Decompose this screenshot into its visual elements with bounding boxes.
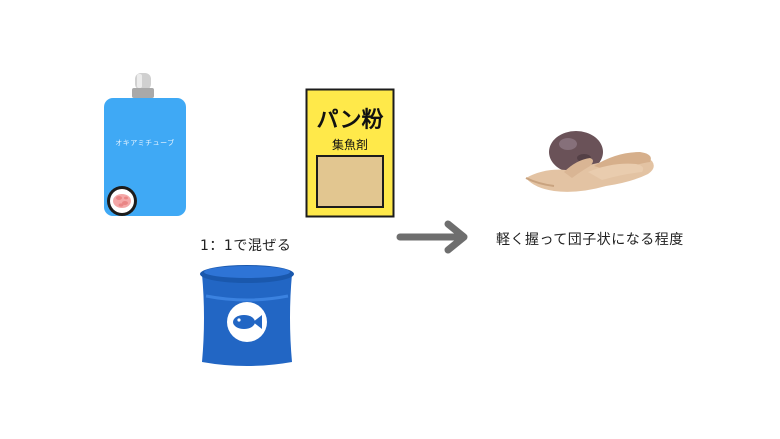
panko-bag: パン粉 集魚剤 <box>305 88 395 218</box>
mix-ratio-caption: 1：1で混ぜる <box>200 238 292 254</box>
krill-tube-label: オキアミチューブ <box>115 139 175 147</box>
hand-holding-ball-icon <box>524 128 660 198</box>
bait-bucket <box>196 262 298 372</box>
panko-bag-title: パン粉 <box>316 108 384 133</box>
krill-tube: オキアミチューブ <box>100 70 190 220</box>
fish-icon <box>225 300 269 344</box>
result-caption: 軽く握って団子状になる程度 <box>496 232 684 248</box>
panko-bag-subtitle: 集魚剤 <box>331 138 368 152</box>
right-arrow-icon <box>396 220 474 254</box>
